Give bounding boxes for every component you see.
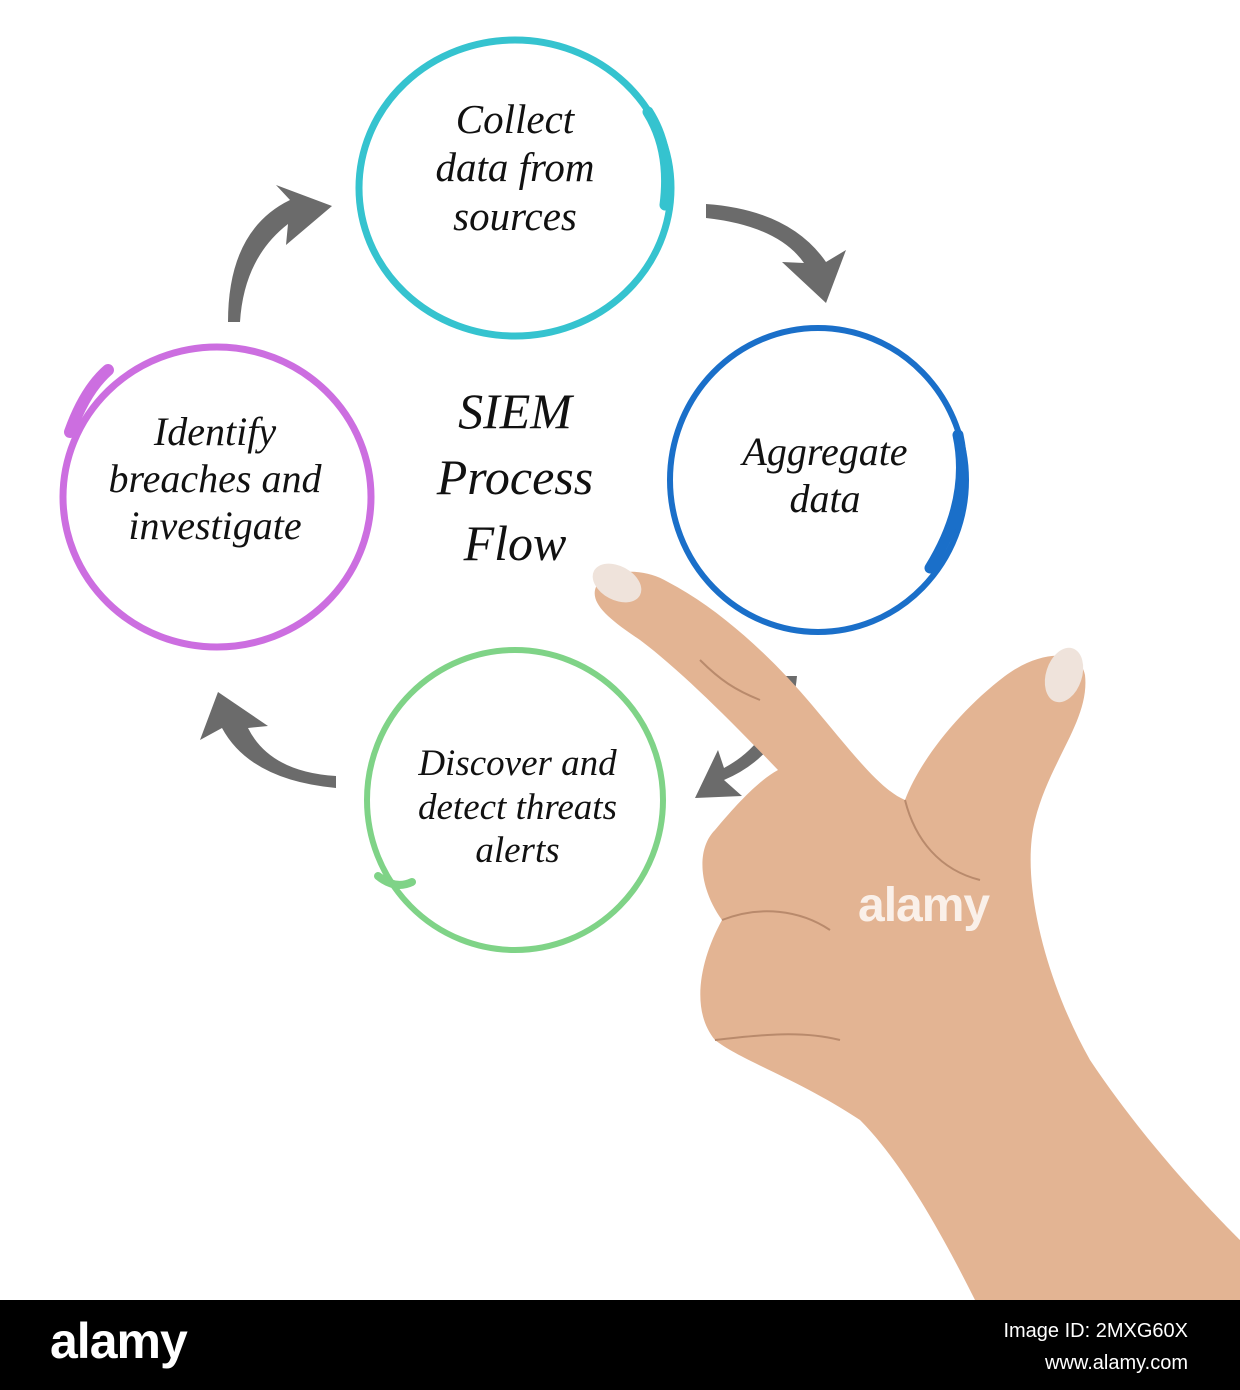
step-circle-discover [364,647,666,953]
step-circle-identify [59,343,375,651]
diagram-title: SIEM Process Flow [436,383,594,571]
step-label-discover: Discover and detect threats alerts [418,743,617,872]
footer-image-id: Image ID: 2MXG60X [1003,1320,1188,1342]
step-label-collect: Collect data from sources [435,96,595,239]
step-circle-aggregate [667,325,969,635]
footer-url[interactable]: www.alamy.com [1045,1352,1188,1374]
step-label-identify: Identify breaches and investigate [108,409,322,549]
siem-process-diagram [59,36,1240,1300]
watermark: alamy [858,879,990,932]
thumbnail [1044,647,1084,703]
pointing-hand [592,563,1240,1300]
arrow-aggregate-to-discover [695,676,797,798]
index-fingernail [592,563,642,603]
arrow-identify-to-collect [228,185,332,322]
arrow-collect-to-aggregate [706,204,846,303]
footer-logo: alamy [50,1313,188,1369]
arrow-discover-to-identify [200,692,336,788]
step-circle-collect [355,36,675,340]
step-label-aggregate: Aggregate data [742,429,908,522]
footer-bar: alamy Image ID: 2MXG60X www.alamy.com [0,1300,1240,1390]
